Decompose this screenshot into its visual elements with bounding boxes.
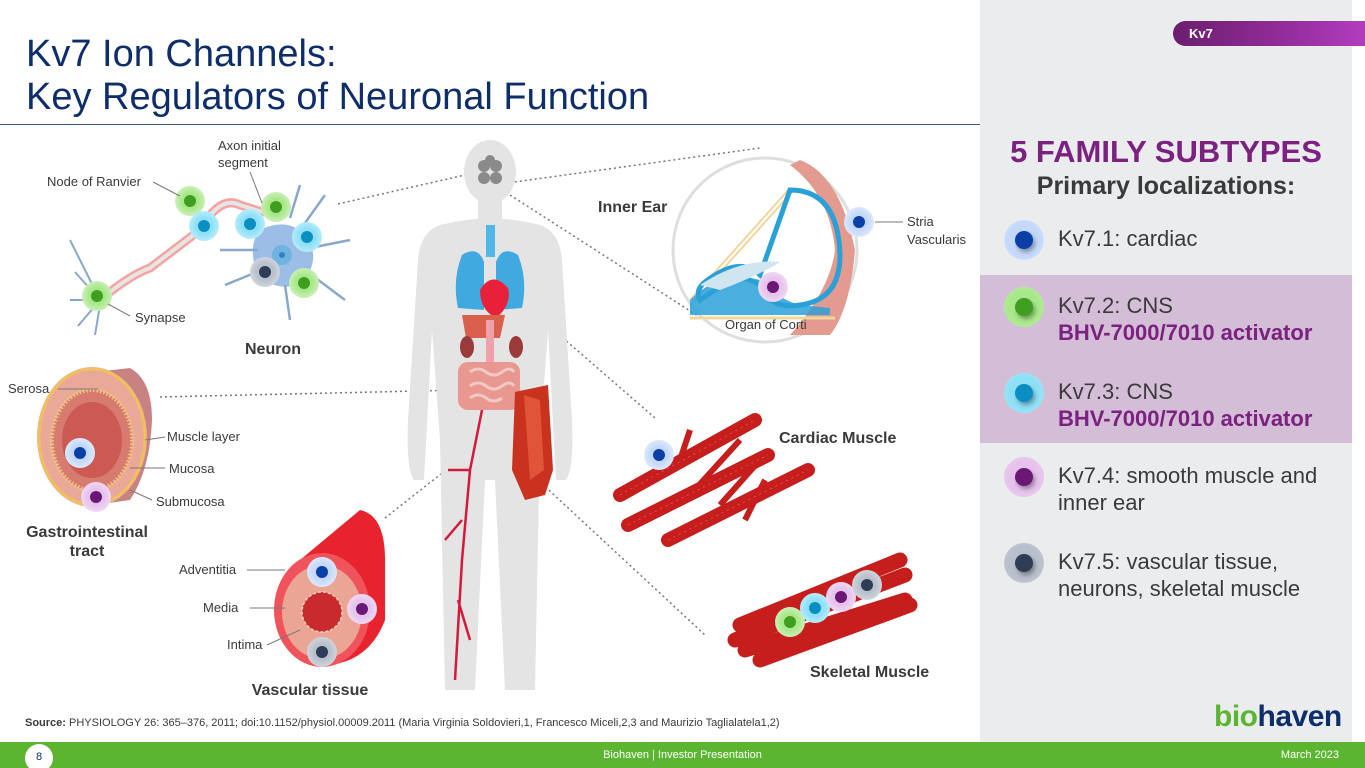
left-lung-icon: [455, 251, 484, 310]
liver-icon: [462, 315, 505, 338]
neuron-dendrites: [220, 184, 351, 321]
label-media: Media: [203, 600, 239, 615]
panel-subheading: Primary localizations:: [1036, 172, 1296, 200]
panel-edge: [1352, 0, 1365, 742]
cardiac-muscle-title: Cardiac Muscle: [779, 430, 897, 447]
label-serosa: Serosa: [8, 381, 50, 396]
neuron-illustration: [69, 171, 351, 336]
label-vascularis: Vascularis: [907, 232, 967, 247]
intestines-icon: [458, 362, 520, 410]
label-stria: Stria: [907, 214, 934, 229]
page-number: 8: [25, 744, 53, 768]
panel-heading: 5 FAMILY SUBTYPES: [1010, 134, 1322, 169]
kv7-3-channel-icon: [1004, 373, 1044, 413]
biohaven-logo: biohaven: [1214, 700, 1342, 733]
legend-label: Kv7.1: cardiac: [1058, 226, 1198, 251]
inner-ear-illustration: [671, 156, 903, 344]
connector-lines: [159, 147, 761, 636]
heart-icon: [480, 279, 509, 318]
legend-label: Kv7.5: vascular tissue,neurons, skeletal…: [1058, 549, 1301, 601]
label-submucosa: Submucosa: [156, 494, 225, 509]
footer-bar: [0, 742, 1365, 768]
legend-item-kv7-5: Kv7.5: vascular tissue,neurons, skeletal…: [1004, 543, 1344, 603]
title-line-1: Kv7 Ion Channels:: [26, 33, 337, 75]
label-node-of-ranvier: Node of Ranvier: [47, 174, 141, 189]
connector-neuron: [337, 171, 479, 205]
skeletal-muscle-title: Skeletal Muscle: [810, 664, 930, 681]
inner-ear-title: Inner Ear: [598, 199, 668, 216]
connector-ear-bottom: [509, 194, 713, 326]
title-line-2: Key Regulators of Neuronal Function: [26, 76, 650, 118]
connector-vascular: [384, 454, 466, 519]
label-synapse: Synapse: [135, 310, 186, 325]
vascular-title: Vascular tissue: [251, 682, 369, 699]
cardiac-muscle-illustration: [613, 413, 815, 547]
kv7-5-channel-icon: [1004, 543, 1044, 583]
title-divider: [0, 124, 1365, 125]
section-tag: Kv7: [1173, 21, 1365, 46]
kv7-4-channel-icon: [1004, 457, 1044, 497]
label-axon-initial: Axon initial: [218, 138, 281, 153]
footer-date: March 2023: [1280, 749, 1339, 761]
skeletal-muscle-illustration: [727, 552, 918, 668]
trachea-icon: [486, 225, 495, 257]
skeletal-channels: [775, 570, 882, 637]
kv7-1-channel-icon: [1004, 220, 1044, 260]
source-citation: Source: PHYSIOLOGY 26: 365–376, 2011; do…: [25, 717, 780, 729]
activator-label: BHV-7000/7010 activator: [1058, 406, 1313, 431]
footer-title: Biohaven | Investor Presentation: [603, 749, 762, 761]
label-adventitia: Adventitia: [179, 562, 237, 577]
connector-ear-top: [499, 147, 761, 185]
legend-item-kv7-1: Kv7.1: cardiac: [1004, 220, 1344, 260]
connector-cardiac: [524, 304, 656, 419]
artery-icon: [444, 409, 484, 681]
kv7-2-channel-icon: [1004, 287, 1044, 327]
gi-tract-illustration: [37, 367, 166, 512]
label-intima: Intima: [227, 637, 263, 652]
label-muscle-layer: Muscle layer: [167, 429, 240, 444]
activator-label: BHV-7000/7010 activator: [1058, 320, 1313, 345]
vascular-tissue-illustration: [247, 510, 385, 667]
slide-title: Kv7 Ion Channels: Key Regulators of Neur…: [26, 33, 649, 119]
kv7-body-diagram: [37, 140, 918, 690]
neuron-channels: [82, 186, 322, 311]
kidney-left-icon: [460, 336, 474, 358]
label-mucosa: Mucosa: [169, 461, 215, 476]
brain-icon: [478, 155, 502, 184]
neuron-title: Neuron: [245, 341, 301, 358]
label-organ-of-corti: Organ of Corti: [725, 317, 807, 332]
kidney-right-icon: [509, 336, 523, 358]
human-body-icon: [407, 140, 573, 690]
label-axon-segment: segment: [218, 155, 268, 170]
